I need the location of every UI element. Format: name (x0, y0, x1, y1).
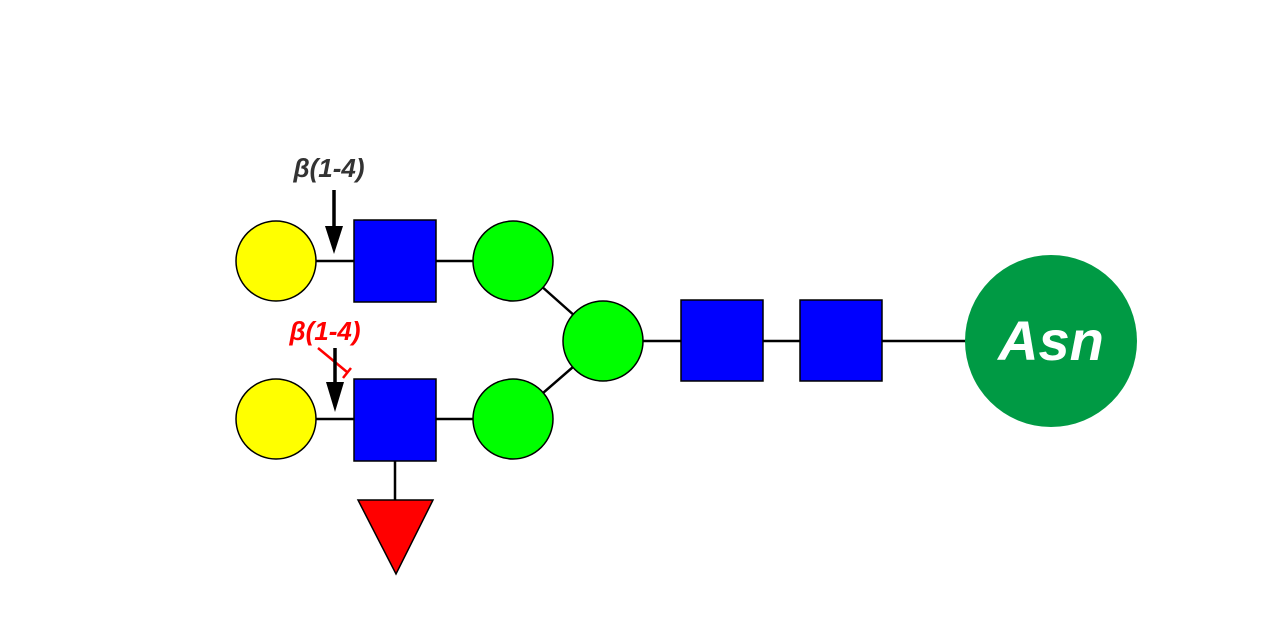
bottom-linkage-arrow (326, 348, 344, 412)
glcnac-bottom-residue (353, 378, 437, 462)
top-linkage-arrow (325, 190, 343, 254)
galactose-top-residue (235, 220, 317, 302)
asn-label: Asn (996, 309, 1104, 372)
fucose-residue (356, 499, 435, 576)
glcnac-core-2-residue (799, 299, 883, 382)
top-linkage-label: β(1-4) (292, 153, 364, 183)
mannose-bottom-residue (472, 378, 554, 460)
galactose-bottom-residue (235, 378, 317, 460)
bottom-linkage-label: β(1-4) (288, 316, 360, 346)
mannose-top-residue (472, 220, 554, 302)
asn-residue (965, 255, 1137, 427)
mannose-core-residue (562, 300, 644, 382)
glcnac-top-residue (353, 219, 437, 303)
bottom-linkage-cleavage-mark (317, 347, 352, 379)
residues (235, 219, 1137, 576)
glcnac-core-1-residue (680, 299, 764, 382)
